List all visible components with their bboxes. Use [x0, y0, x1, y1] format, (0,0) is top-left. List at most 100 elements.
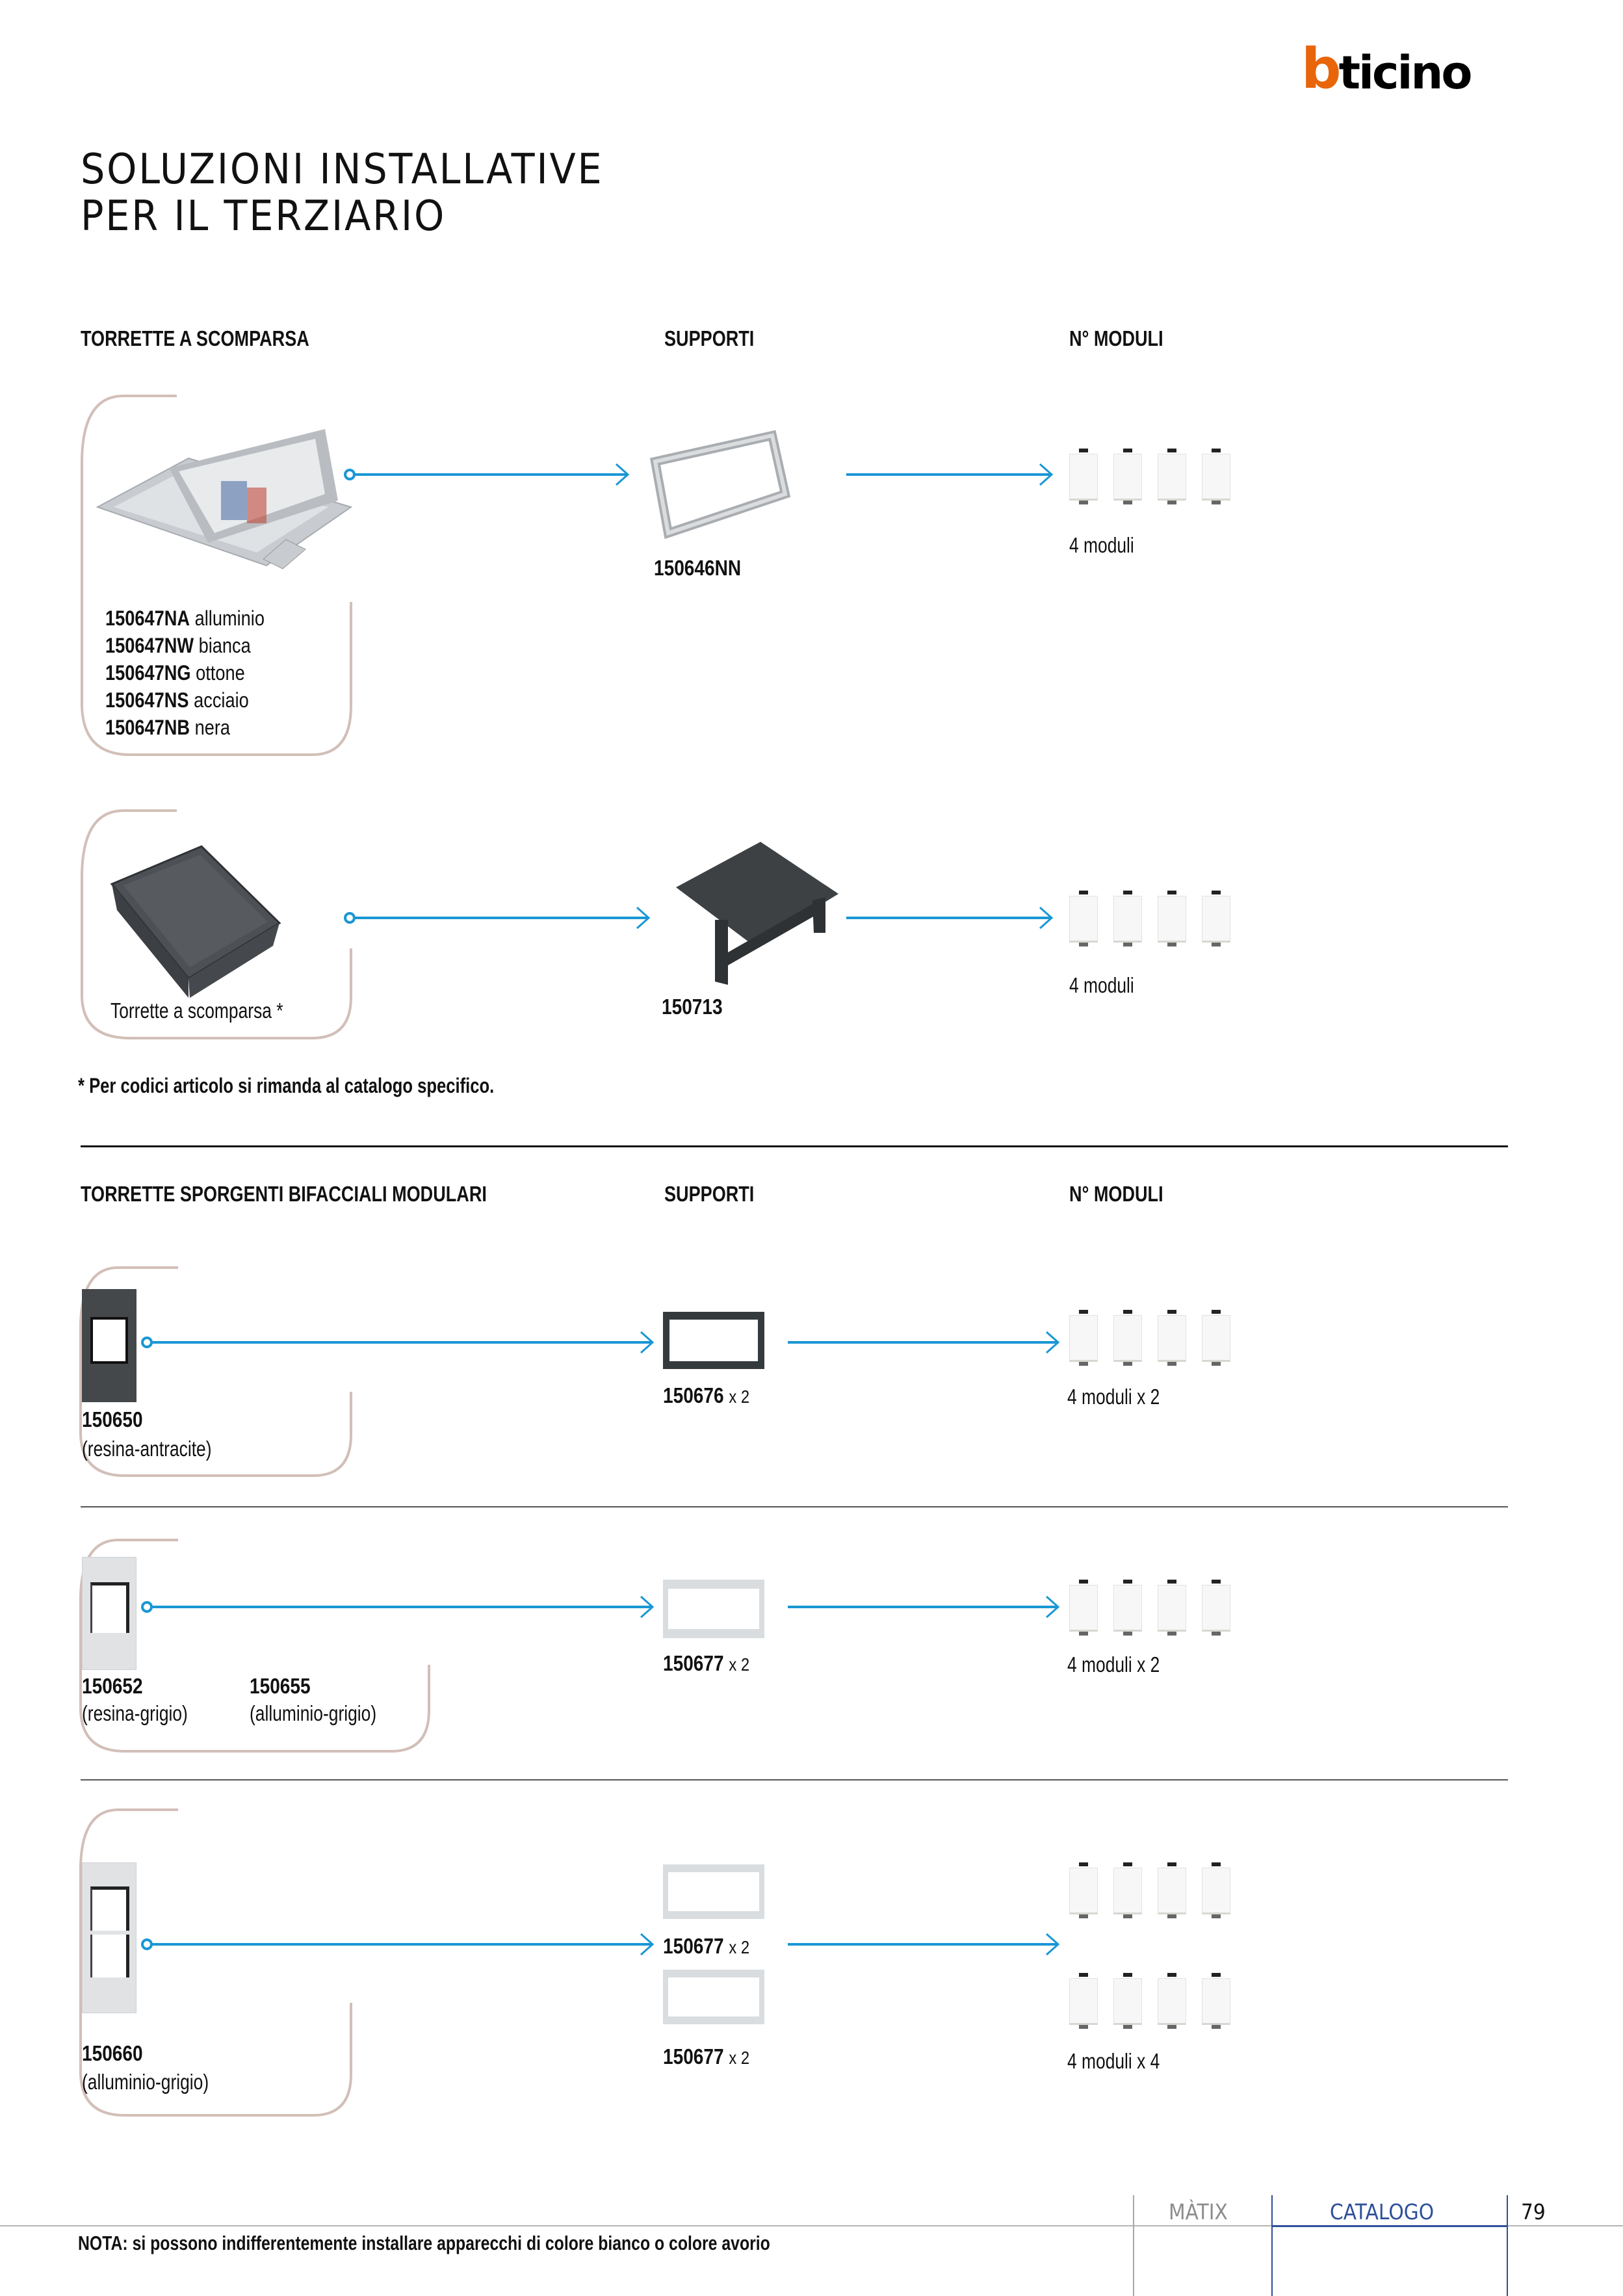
product-finish: alluminio — [194, 607, 265, 630]
product-code-item: 150647NS acciaio — [105, 686, 265, 714]
product-bracket — [79, 1266, 352, 1477]
modules-count-label: 4 moduli x 2 — [1067, 1652, 1160, 1676]
product-finish: ottone — [196, 661, 245, 685]
product-code: 150647NA — [105, 607, 190, 630]
module-icon — [1113, 449, 1143, 504]
footer-divider-blue — [1271, 2195, 1273, 2296]
plate-double-grey-image — [82, 1862, 136, 2013]
product-bracket — [79, 1808, 352, 2117]
section-divider — [81, 1145, 1508, 1147]
module-group — [1069, 1310, 1232, 1366]
product-code: 150647NS — [105, 688, 189, 712]
modules-count-label: 4 moduli — [1069, 533, 1134, 557]
section1-header-supports: SUPPORTI — [664, 326, 755, 350]
module-icon — [1113, 1310, 1143, 1366]
footer-series-label: MÀTIX — [1169, 2199, 1228, 2224]
module-group — [1069, 449, 1232, 504]
support-code: 150713 — [662, 995, 723, 1019]
module-icon — [1202, 891, 1232, 946]
section1-header-modules: N° MODULI — [1069, 326, 1163, 350]
module-icon — [1158, 1973, 1188, 2029]
section1-footnote: * Per codici articolo si rimanda al cata… — [78, 1074, 495, 1097]
product-finish: (resina-grigio) — [82, 1701, 188, 1725]
product-code: 150655 — [250, 1674, 311, 1698]
connector-arrow — [846, 463, 1054, 486]
module-icon — [1202, 1862, 1232, 1918]
product-bracket — [81, 395, 352, 756]
footer-note: NOTA: si possono indifferentemente insta… — [78, 2232, 770, 2254]
support-code-number: 150677 — [663, 2044, 724, 2068]
module-icon — [1069, 891, 1099, 946]
product-code-item: 150647NB nera — [105, 714, 265, 741]
module-icon — [1158, 1310, 1188, 1366]
connector-arrow — [141, 1331, 655, 1354]
product-code: 150647NW — [105, 634, 194, 657]
support-quantity: x 2 — [729, 1654, 750, 1675]
module-icon — [1158, 449, 1188, 504]
logo-letter-b: b — [1301, 36, 1342, 101]
module-icon — [1069, 1310, 1099, 1366]
product-code-item: 150647NW bianca — [105, 632, 265, 659]
support-frame-dark-image — [663, 1312, 764, 1369]
module-icon — [1202, 1580, 1232, 1636]
product-code-item: 150647NG ottone — [105, 659, 265, 686]
product-code-item: 150647NA alluminio — [105, 605, 265, 632]
product-finish: bianca — [198, 634, 251, 657]
support-quantity: x 2 — [729, 1937, 750, 1957]
connector-arrow — [788, 1331, 1060, 1354]
module-group — [1069, 1973, 1232, 2029]
footer-active-underline — [1271, 2225, 1507, 2227]
page-title: SOLUZIONI INSTALLATIVE PER IL TERZIARIO — [81, 146, 603, 240]
plate-grey-image — [82, 1557, 136, 1670]
page-number: 79 — [1521, 2199, 1546, 2224]
support-code-number: 150676 — [663, 1383, 724, 1407]
product-finish: nera — [194, 716, 231, 739]
module-icon — [1069, 449, 1099, 504]
page-title-line2: PER IL TERZIARIO — [81, 192, 447, 241]
support-quantity: x 2 — [729, 1387, 750, 1407]
support-code: 150646NN — [654, 556, 742, 580]
module-icon — [1069, 1973, 1099, 2029]
support-code: 150676 x 2 — [663, 1383, 749, 1408]
product-finish: (resina-antracite) — [82, 1437, 212, 1461]
connector-arrow — [788, 1933, 1060, 1956]
footer-section-label: CATALOGO — [1330, 2199, 1435, 2224]
module-icon — [1069, 1580, 1099, 1636]
product-code: 150652 — [82, 1674, 143, 1698]
support-code-number: 150677 — [663, 1651, 724, 1675]
logo-wordmark: ticino — [1338, 46, 1473, 99]
module-icon — [1158, 891, 1188, 946]
footer-divider-grey — [1133, 2195, 1134, 2296]
module-icon — [1113, 1973, 1143, 2029]
module-icon — [1069, 1862, 1099, 1918]
connector-arrow — [788, 1595, 1060, 1619]
section1-header-products: TORRETTE A SCOMPARSA — [81, 326, 309, 350]
module-icon — [1202, 1310, 1232, 1366]
connector-arrow — [141, 1933, 655, 1956]
module-icon — [1113, 891, 1143, 946]
bticino-logo: b ticino — [1301, 36, 1473, 101]
support-frame-light-image — [663, 1970, 764, 2024]
support-bracket-image — [676, 842, 838, 985]
row-divider — [81, 1779, 1508, 1781]
product-code: 150647NG — [105, 661, 191, 685]
product-code: 150650 — [82, 1407, 143, 1431]
support-frame-image — [649, 430, 791, 540]
footer-rule — [0, 2225, 1623, 2226]
product-code-list: 150647NA alluminio 150647NW bianca 15064… — [105, 605, 292, 741]
module-icon — [1113, 1580, 1143, 1636]
product-bracket — [81, 809, 352, 1039]
module-group — [1069, 1580, 1232, 1636]
support-frame-light-image — [663, 1864, 764, 1919]
pop-up-floor-box-image — [96, 429, 353, 569]
module-icon — [1158, 1862, 1188, 1918]
connector-arrow — [344, 906, 651, 930]
module-icon — [1158, 1580, 1188, 1636]
plate-anthracite-image — [82, 1289, 136, 1402]
product-label: Torrette a scomparsa * — [110, 998, 283, 1023]
module-icon — [1202, 449, 1232, 504]
support-code-number: 150677 — [663, 1934, 724, 1958]
module-icon — [1113, 1862, 1143, 1918]
page-title-line1: SOLUZIONI INSTALLATIVE — [81, 146, 604, 194]
support-code: 150677 x 2 — [663, 1934, 749, 1959]
